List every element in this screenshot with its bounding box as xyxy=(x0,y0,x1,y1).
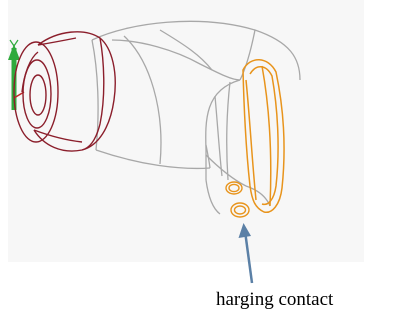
faceplate-outline xyxy=(242,59,285,213)
charging-contacts xyxy=(225,181,250,218)
callout-label: harging contact xyxy=(216,289,334,310)
earbud-housing xyxy=(91,20,301,215)
axis-triad-icon xyxy=(8,39,25,110)
callout-arrow xyxy=(238,223,254,284)
earbud-tip xyxy=(13,31,116,152)
cad-viewport xyxy=(8,0,364,262)
